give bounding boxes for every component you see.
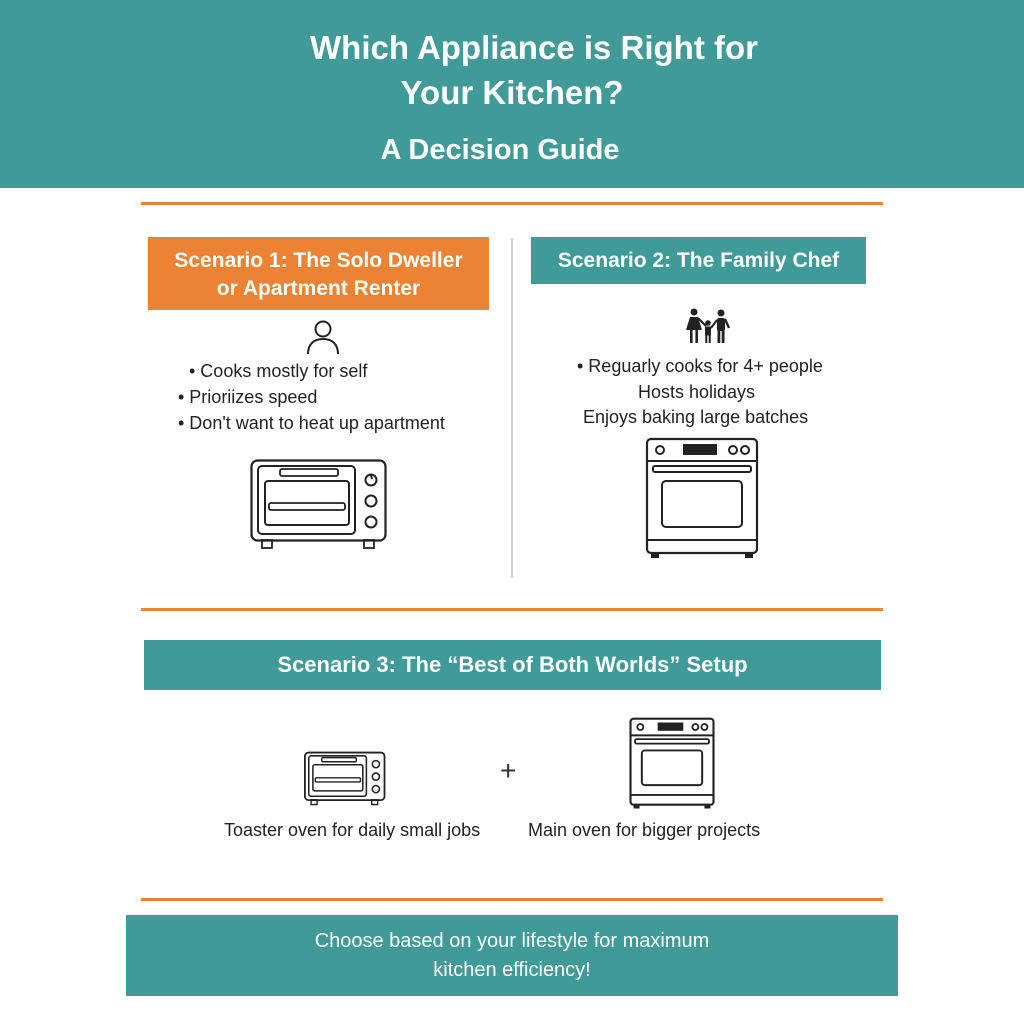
- scenario-2-bullet: Hosts holidays: [638, 382, 756, 402]
- divider-top: [141, 202, 883, 205]
- divider-middle: [141, 608, 883, 611]
- toaster-oven-icon: [304, 751, 386, 806]
- family-icon: [686, 308, 731, 343]
- plus-icon: +: [500, 755, 517, 786]
- range-oven-icon: [645, 437, 759, 558]
- header-banner: Which Appliance is Right for Your Kitche…: [0, 0, 1024, 188]
- scenario-2-bullet: Enjoys baking large batches: [583, 407, 809, 427]
- divider-vertical: [511, 238, 513, 578]
- scenario-1-title-line-2: or Apartment Renter: [216, 277, 421, 300]
- scenario-2-bullet: • Reguarly cooks for 4+ people: [577, 356, 823, 376]
- scenario-2-banner: Scenario 2: The Family Chef: [531, 237, 866, 284]
- page-subtitle: A Decision Guide: [380, 134, 620, 166]
- scenario-1-banner: Scenario 1: The Solo Dweller or Apartmen…: [148, 237, 489, 310]
- footer-line-2: kitchen efficiency!: [433, 959, 591, 981]
- footer-line-1: Choose based on your lifestyle for maxim…: [314, 930, 710, 952]
- page-title-line-1: Which Appliance is Right for: [310, 29, 758, 66]
- scenario-1-bullet: • Prioriizes speed: [178, 387, 318, 407]
- scenario-1-title-line-1: Scenario 1: The Solo Dweller: [174, 249, 463, 272]
- page-title-line-2: Your Kitchen?: [400, 74, 624, 111]
- toaster-oven-caption: Toaster oven for daily small jobs: [224, 820, 481, 840]
- scenario-3-banner: Scenario 3: The “Best of Both Worlds” Se…: [144, 640, 881, 690]
- scenario-1-bullet: • Cooks mostly for self: [189, 361, 368, 381]
- person-icon: [307, 320, 339, 355]
- toaster-oven-icon: [250, 459, 387, 549]
- divider-bottom: [141, 898, 883, 901]
- main-oven-caption: Main oven for bigger projects: [528, 820, 761, 840]
- footer-banner: Choose based on your lifestyle for maxim…: [126, 915, 898, 996]
- range-oven-icon: [629, 717, 715, 809]
- scenario-1-bullet: • Don't want to heat up apartment: [178, 413, 445, 433]
